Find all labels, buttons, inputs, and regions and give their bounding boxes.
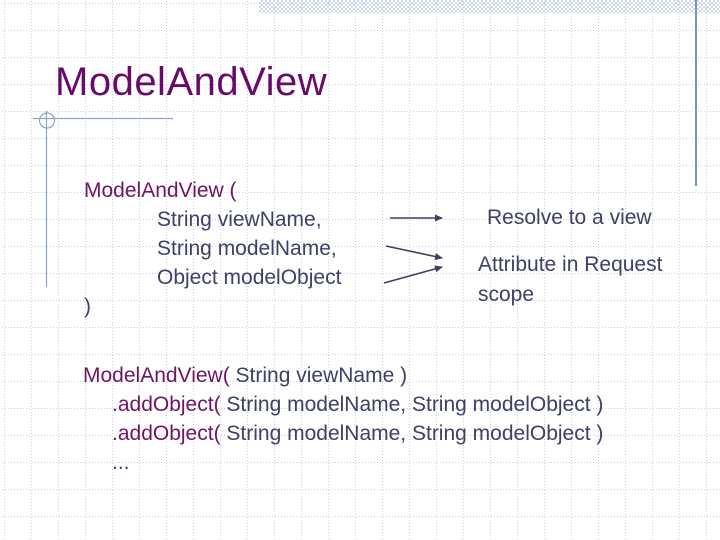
builder-constructor-name: ModelAndView( [83,364,230,387]
param-model-object: Object modelObject [157,266,342,289]
builder-line: ModelAndView( String viewName ) [83,361,603,390]
builder-ellipsis: ... [112,451,130,474]
title-ornament [33,111,173,287]
arrow-up-right-icon [383,265,443,284]
constructor-param: String viewName, [84,205,341,234]
annotation-arrows-icon [383,214,443,284]
constructor-closing-line: ) [84,292,341,321]
arrow-down-right-icon [385,245,443,260]
top-band-decoration [259,0,720,13]
right-rule-decoration [695,0,697,186]
add-object-args: String modelName, String modelObject ) [220,422,604,445]
add-object-method: .addObject( [112,393,221,416]
constructor-opening-line: ModelAndView ( [84,176,341,205]
builder-constructor-args: String viewName ) [229,364,408,387]
slide-title: ModelAndView [55,60,328,104]
param-view-name: String viewName, [157,208,322,231]
annotation-attribute-request-scope: Attribute in Request scope [478,250,720,310]
annotation-resolve-to-view: Resolve to a view [487,206,652,229]
closing-paren: ) [84,295,91,318]
constructor-name: ModelAndView ( [84,179,237,202]
constructor-param: String modelName, [84,234,341,263]
annotation-attribute-line1: Attribute in Request [478,253,663,276]
add-object-method: .addObject( [112,422,221,445]
builder-code-block: ModelAndView( String viewName ) .addObje… [83,361,603,477]
annotation-attribute-line2: scope [478,283,535,306]
builder-line: .addObject( String modelName, String mod… [112,419,603,448]
constructor-param: Object modelObject [84,263,341,292]
add-object-args: String modelName, String modelObject ) [220,393,604,416]
constructor-code-block: ModelAndView ( String viewName, String m… [84,176,341,321]
param-model-name: String modelName, [157,237,337,260]
builder-line: .addObject( String modelName, String mod… [112,390,603,419]
